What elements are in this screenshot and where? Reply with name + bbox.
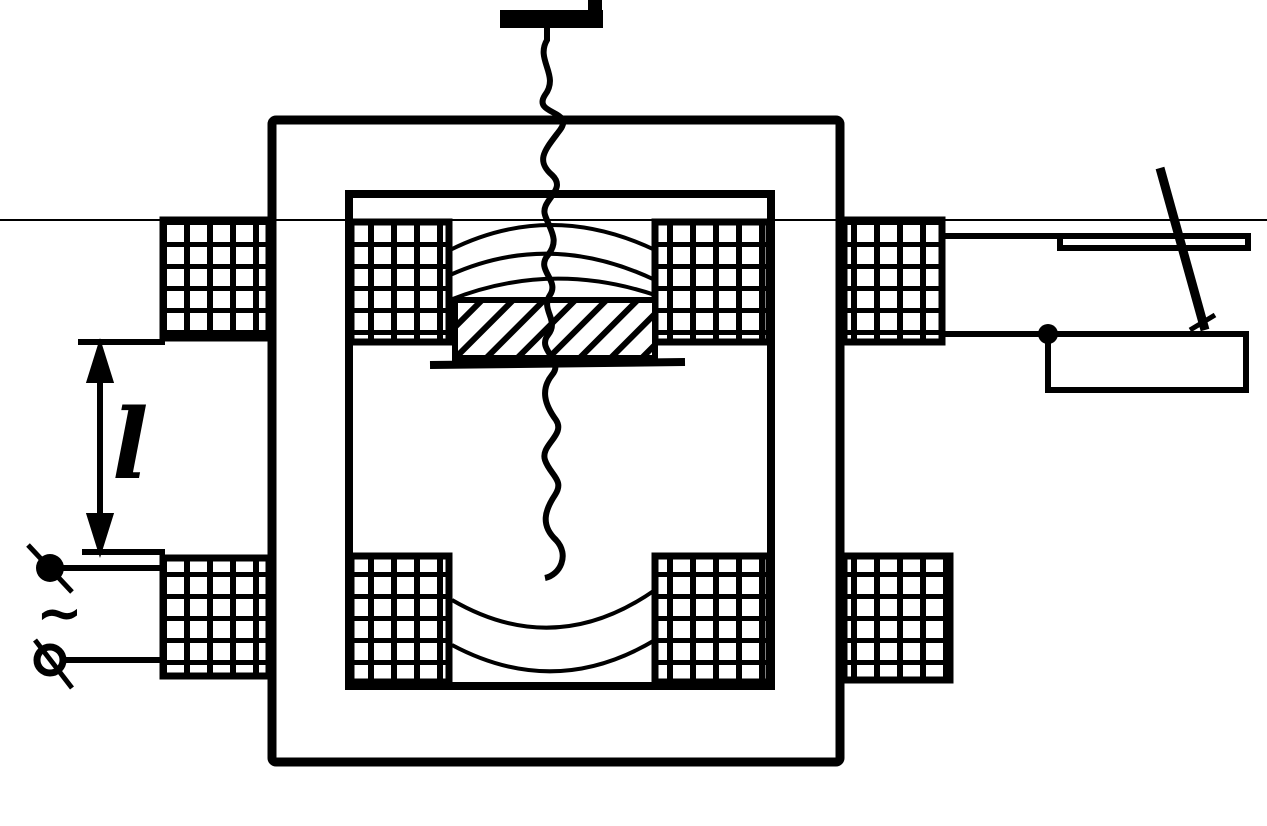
coil-outer-left-bottom xyxy=(159,554,273,680)
coil-outer-right-bottom xyxy=(840,552,954,684)
junction-dot xyxy=(1038,324,1058,344)
hatched-armature-icon xyxy=(429,297,686,369)
coil-inner-left-top xyxy=(347,218,453,346)
lower-field-lines xyxy=(450,588,657,674)
outer-core-frame xyxy=(267,115,845,767)
coil-inner-right-top xyxy=(651,218,773,346)
coil-inner-left-bottom xyxy=(347,552,453,686)
inner-core-window xyxy=(345,190,775,690)
length-label: l xyxy=(112,388,148,501)
suspension-bracket xyxy=(500,0,603,28)
ac-source: ~ xyxy=(26,543,163,690)
switch-circuit xyxy=(942,166,1251,393)
coil-outer-left-top xyxy=(159,216,273,342)
ac-symbol: ~ xyxy=(36,581,83,646)
coil-outer-right-top xyxy=(840,216,946,346)
coil-inner-right-bottom xyxy=(651,552,773,686)
length-dimension xyxy=(78,337,165,559)
suspension-thread xyxy=(539,28,566,581)
